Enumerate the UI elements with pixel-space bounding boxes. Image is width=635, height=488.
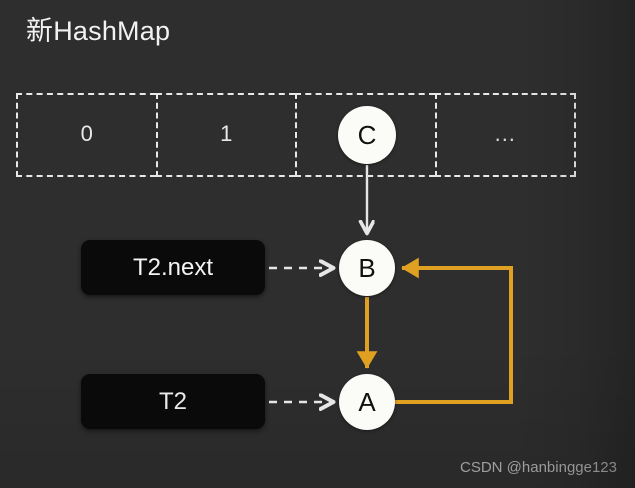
bucket-cell-3[interactable]: ... xyxy=(434,93,576,177)
node-c-label: C xyxy=(357,120,377,150)
watermark: CSDN @hanbingge123 xyxy=(460,459,617,476)
node-a[interactable]: A xyxy=(339,374,395,430)
label-box-t2[interactable]: T2 xyxy=(81,374,265,429)
label-box-t2-text: T2 xyxy=(158,387,187,415)
bucket-cell-0[interactable]: 0 xyxy=(16,93,156,177)
edge-a-to-b-loop xyxy=(394,257,513,404)
bucket-cell-0-label: 0 xyxy=(80,121,93,146)
hash-bucket-array: 0 1 ... xyxy=(16,93,576,177)
bucket-cell-1[interactable]: 1 xyxy=(155,93,295,177)
bucket-cell-2[interactable] xyxy=(295,93,435,177)
label-box-t2-next-text: T2.next xyxy=(132,253,214,281)
page-title: 新HashMap xyxy=(26,16,171,46)
label-box-t2-next[interactable]: T2.next xyxy=(81,240,265,295)
bucket-cell-3-label: ... xyxy=(494,121,516,146)
node-c[interactable]: C xyxy=(338,106,396,164)
node-b[interactable]: B xyxy=(339,240,395,296)
bucket-cell-1-label: 1 xyxy=(220,121,233,146)
node-a-label: A xyxy=(358,387,376,417)
node-b-label: B xyxy=(358,253,376,283)
right-vignette-overlay xyxy=(515,0,635,488)
